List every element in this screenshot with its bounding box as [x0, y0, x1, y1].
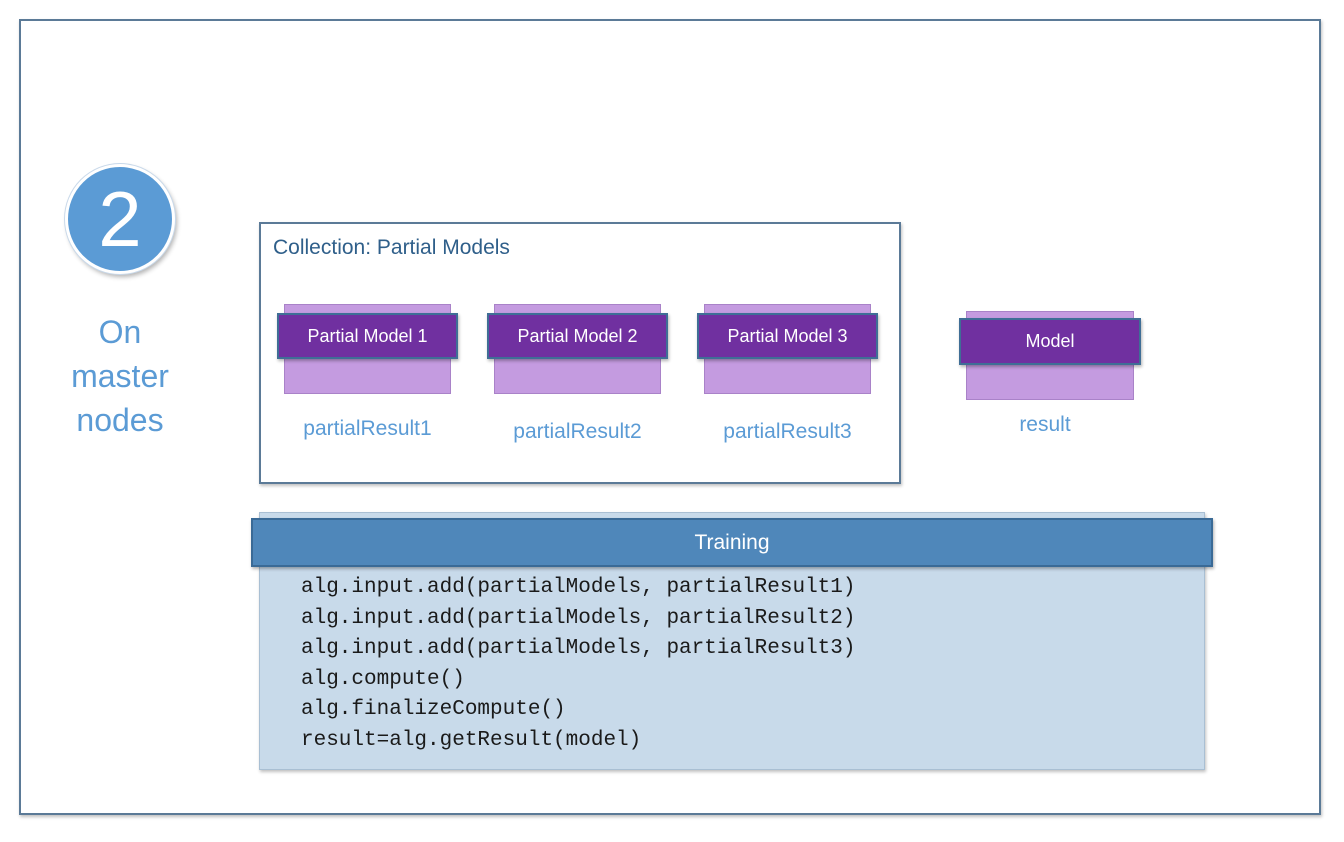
partial-model-1-header: Partial Model 1: [277, 313, 458, 359]
training-code: alg.input.add(partialModels, partialResu…: [301, 573, 856, 756]
result-model-header: Model: [959, 318, 1141, 365]
code-line: alg.input.add(partialModels, partialResu…: [301, 606, 856, 630]
step-label-line: nodes: [76, 402, 164, 438]
partial-model-2-header: Partial Model 2: [487, 313, 668, 359]
step-label-line: On: [98, 314, 142, 350]
step-number-badge: 2: [65, 164, 175, 274]
code-line: alg.finalizeCompute(): [301, 698, 566, 721]
partial-model-3-caption: partialResult3: [723, 420, 852, 443]
collection-title: Collection: Partial Models: [273, 236, 510, 259]
code-line: alg.input.add(partialModels, partialResu…: [301, 576, 856, 599]
step-label-line: master: [71, 358, 169, 394]
partial-model-2-caption: partialResult2: [513, 420, 642, 443]
code-line: alg.input.add(partialModels, partialResu…: [301, 637, 856, 660]
result-model-caption: result: [1019, 413, 1071, 436]
partial-model-1-caption: partialResult1: [303, 417, 432, 440]
training-header: Training: [251, 518, 1213, 567]
partial-model-3-header: Partial Model 3: [697, 313, 878, 359]
code-line: alg.compute(): [301, 667, 465, 691]
step-label: On master nodes: [40, 310, 200, 442]
code-line: result=alg.getResult(model): [301, 728, 642, 752]
